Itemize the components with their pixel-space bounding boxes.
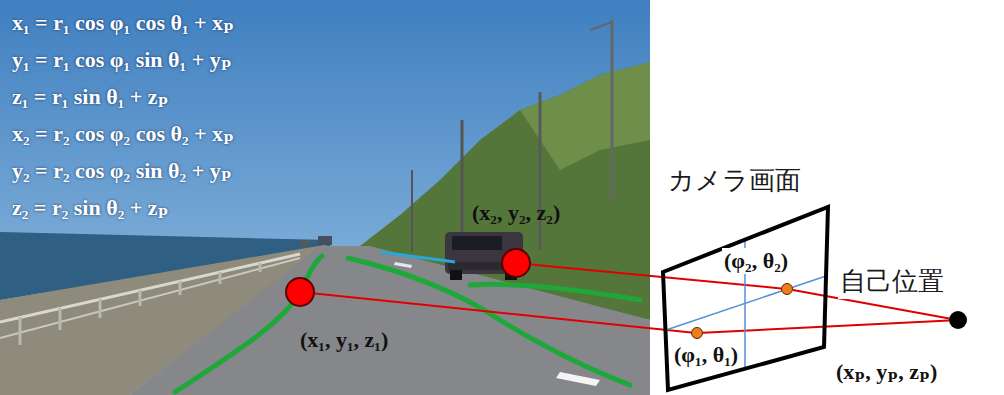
screen-title: カメラ画面	[668, 163, 801, 198]
guardrail-post	[219, 272, 222, 284]
camera-screen: カメラ画面(φ₁, θ₁)(φ₂, θ₂)	[660, 203, 832, 393]
lane-line	[175, 256, 322, 392]
projection-point: (φ₁, θ₁)	[691, 327, 703, 339]
coordinate-label: (x₂, y₂, z₂)	[472, 200, 560, 226]
coordinate-label: (x₁, y₁, z₁)	[300, 327, 388, 353]
formula: z₂ = r₂ sin θ₂ + zₚ	[12, 189, 234, 226]
guardrail-post	[19, 317, 22, 345]
projection-ray	[315, 294, 691, 333]
guardrail-post	[179, 281, 182, 295]
utility-pole	[539, 92, 542, 250]
distant-car	[300, 240, 310, 247]
formula: x₁ = r₁ cos φ₁ cos θ₁ + xₚ	[12, 4, 234, 41]
screen-axis	[666, 276, 826, 330]
guardrail	[0, 254, 300, 322]
angle-label: (φ₂, θ₂)	[722, 248, 790, 274]
street-light	[590, 22, 612, 30]
point-marker: (x₁, y₁, z₁)	[285, 277, 315, 307]
position-label: (xₚ, yₚ, zₚ)	[836, 358, 937, 385]
formula: z₁ = r₁ sin θ₁ + zₚ	[12, 78, 234, 115]
formula: y₂ = r₂ cos φ₂ sin θ₂ + yₚ	[12, 152, 234, 189]
street-light	[611, 20, 614, 200]
sky	[0, 0, 650, 395]
self-position-marker: 自己位置(xₚ, yₚ, zₚ)	[949, 311, 967, 329]
guardrail-post	[59, 308, 62, 330]
car-window	[452, 236, 502, 250]
guardrail-post	[99, 299, 102, 318]
detected-line	[380, 252, 455, 262]
car-wheel	[450, 270, 462, 280]
lane-line	[470, 284, 640, 300]
formula: x₂ = r₂ cos φ₂ cos θ₂ + xₚ	[12, 115, 234, 152]
point-marker: (x₂, y₂, z₂)	[501, 248, 531, 278]
screen-frame	[663, 207, 828, 390]
angle-label: (φ₁, θ₁)	[672, 342, 740, 368]
guardrail	[0, 258, 300, 338]
position-title: 自己位置	[838, 264, 946, 299]
formula: y₁ = r₁ cos φ₁ sin θ₁ + yₚ	[12, 41, 234, 78]
guardrail-post	[259, 263, 262, 272]
guardrail-post	[139, 290, 142, 306]
projection-point: (φ₂, θ₂)	[781, 283, 793, 295]
road-marking	[556, 372, 600, 386]
road-marking	[394, 262, 412, 268]
utility-pole	[411, 170, 413, 252]
distant-car	[318, 236, 332, 245]
